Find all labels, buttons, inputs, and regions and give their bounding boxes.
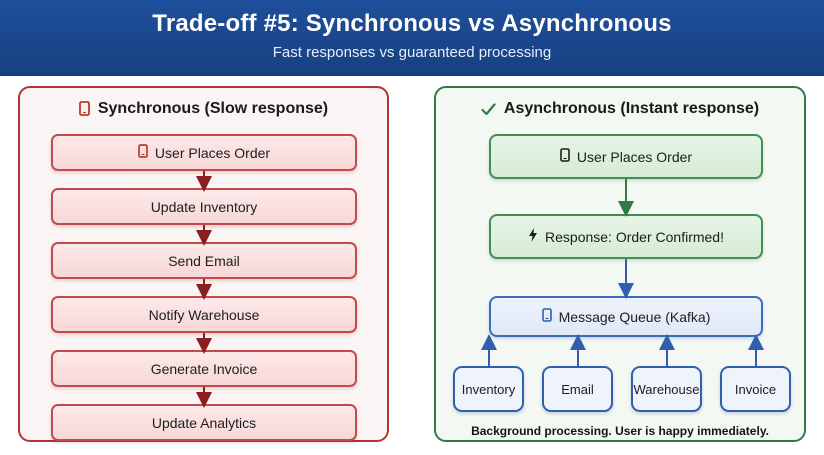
page-subtitle: Fast responses vs guaranteed processing [272,44,552,61]
phone-icon [78,101,90,121]
sync-panel-title: Synchronous (Slow response) [20,100,387,121]
consumer-label: Invoice [734,381,777,397]
consumer-label: Inventory [461,381,516,397]
async-user-places-order: User Places Order [489,134,763,179]
phone-icon [560,148,570,165]
sync-step-update-inventory: Update Inventory [51,188,357,225]
async-panel-title: Asynchronous (Instant response) [436,100,804,121]
async-footer-note: Background processing. User is happy imm… [471,424,769,438]
consumer-label: Warehouse [633,381,700,397]
header-banner: Trade-off #5: Synchronous vs Asynchronou… [0,0,824,76]
consumer-inventory: Inventory [453,366,524,412]
sync-step-update-analytics: Update Analytics [51,404,357,441]
step-label: Generate Invoice [150,360,258,377]
async-queue-label: Message Queue (Kafka) [558,308,711,325]
phone-icon [138,144,148,161]
consumer-invoice: Invoice [720,366,791,412]
async-panel-title-text: Asynchronous (Instant response) [503,100,760,117]
sync-step-user-places-order: User Places Order [51,134,357,171]
step-label: Send Email [168,252,240,269]
consumer-label: Email [561,381,594,397]
consumer-warehouse: Warehouse [631,366,702,412]
step-label: Update Analytics [151,414,257,431]
sync-step-notify-warehouse: Notify Warehouse [51,296,357,333]
step-label: User Places Order [154,144,271,161]
lightning-icon [528,228,538,245]
checkmark-icon [481,103,496,121]
async-response-confirmed: Response: Order Confirmed! [489,214,763,259]
sync-step-generate-invoice: Generate Invoice [51,350,357,387]
page-title: Trade-off #5: Synchronous vs Asynchronou… [152,10,672,37]
step-label: Notify Warehouse [148,306,260,323]
sync-panel-title-text: Synchronous (Slow response) [97,100,329,117]
consumer-arrows [481,334,764,366]
async-response-label: Response: Order Confirmed! [545,228,724,245]
consumer-email: Email [542,366,613,412]
async-user-label: User Places Order [576,148,693,165]
step-label: Update Inventory [150,198,258,215]
phone-icon [541,308,552,325]
